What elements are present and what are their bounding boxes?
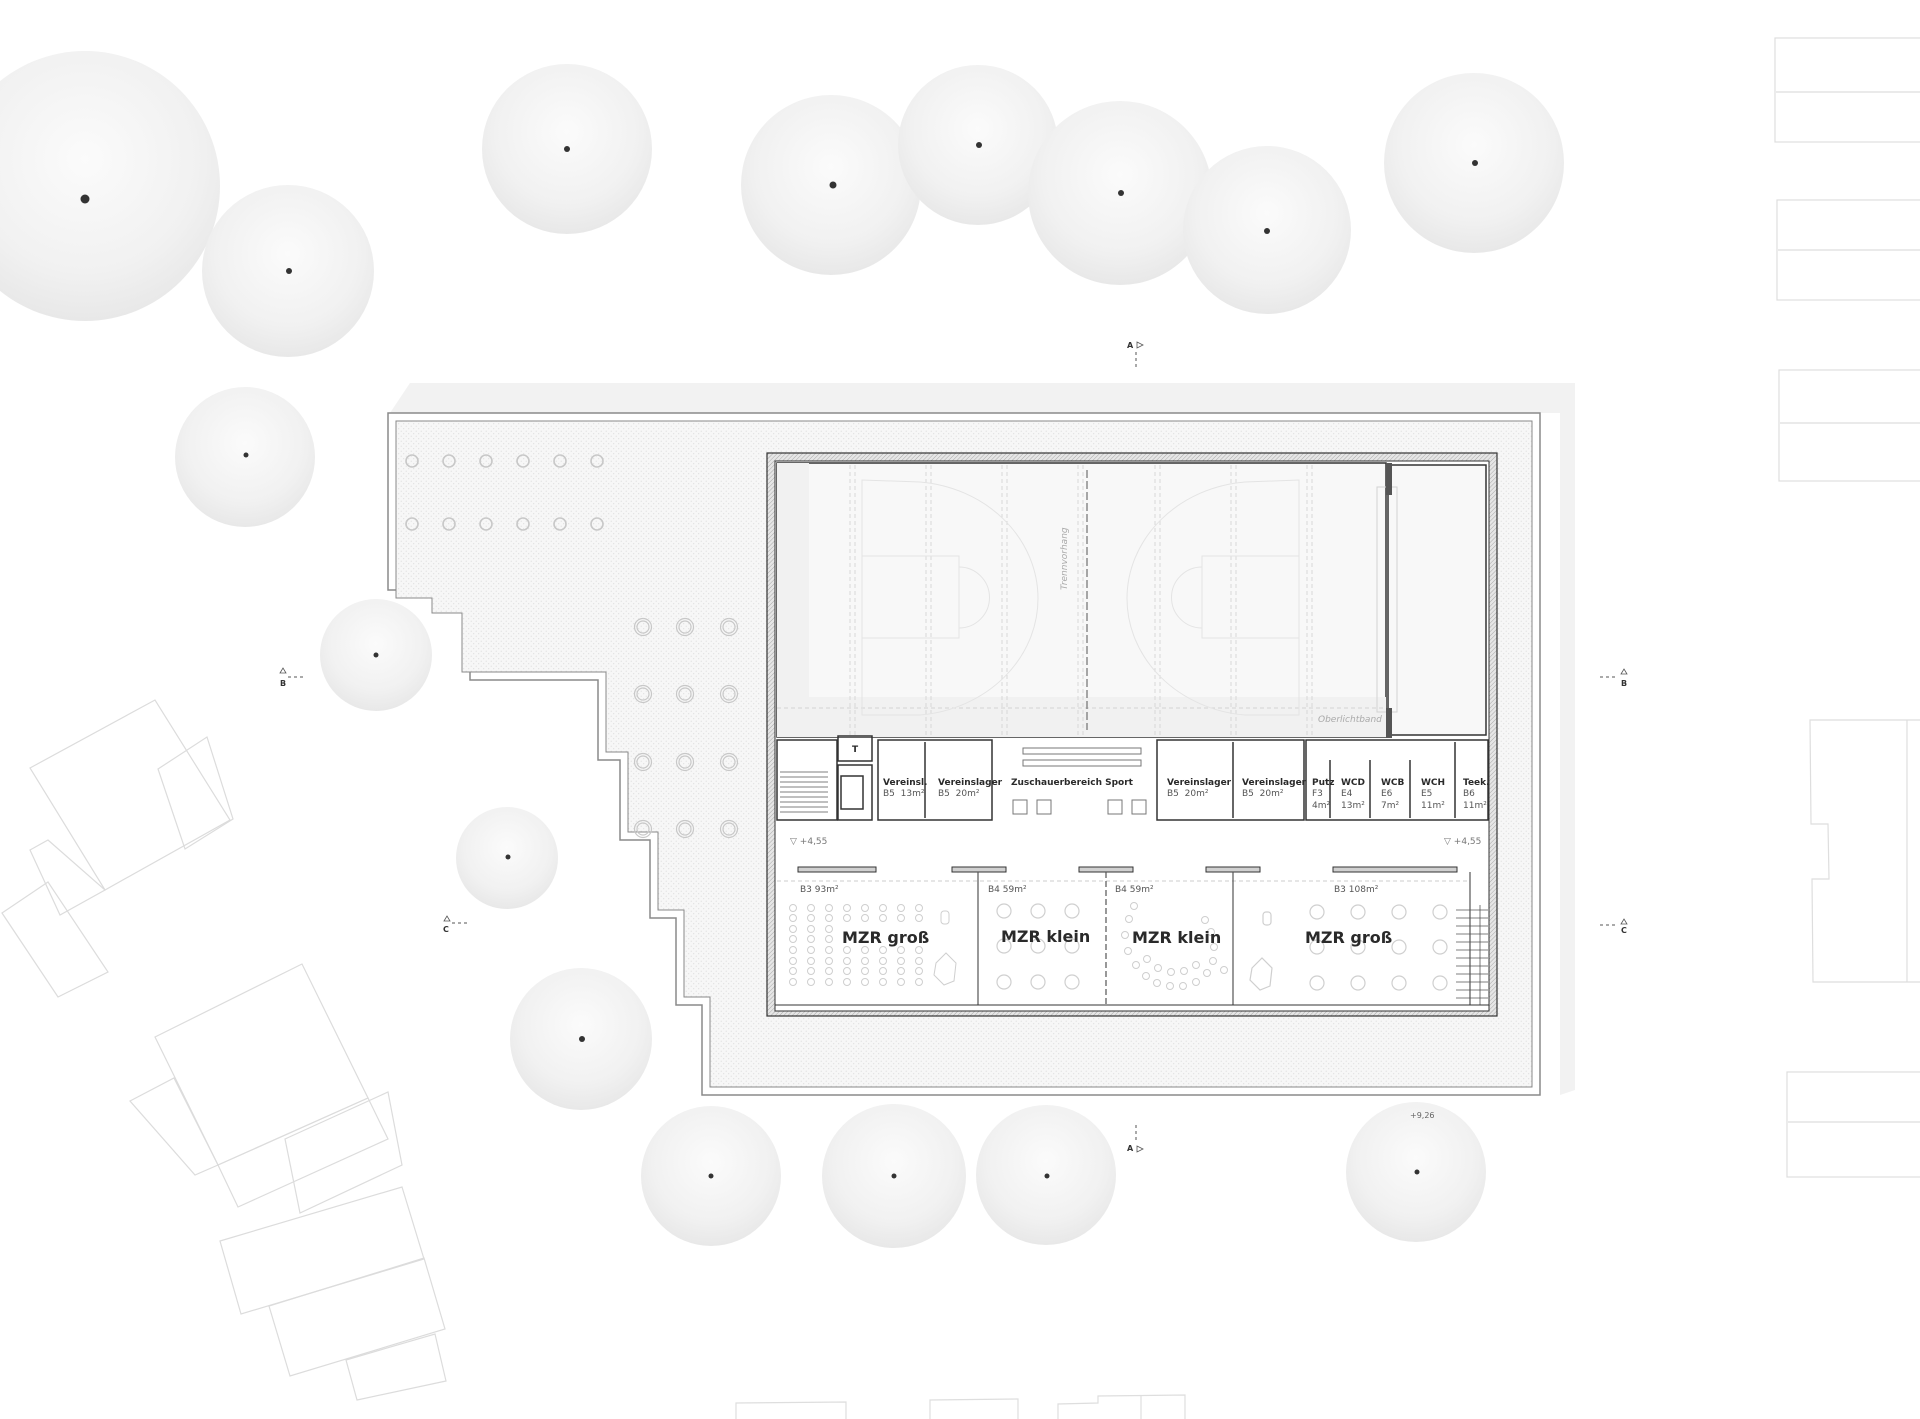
room-name: WCB xyxy=(1381,778,1405,788)
level-value: +4,55 xyxy=(1453,837,1482,847)
service-rooms xyxy=(776,735,1489,821)
building xyxy=(766,452,1498,1017)
context-buildings-bottom xyxy=(735,1394,1186,1419)
room-area: 11m² xyxy=(1421,801,1445,811)
room-area: 7m² xyxy=(1381,801,1400,811)
room-code: B5 xyxy=(938,789,950,799)
facade xyxy=(774,1004,1490,1012)
room-name: Putz xyxy=(1312,778,1335,788)
room-t: T xyxy=(852,745,859,755)
room-area: 20m² xyxy=(1259,789,1284,799)
section-mark-b-right: B xyxy=(1621,679,1628,688)
skylight-label: Oberlichtband xyxy=(1318,715,1382,725)
room-area: 20m² xyxy=(955,789,980,799)
room-area: 4m² xyxy=(1312,801,1331,811)
room-wcb: WCB E6 7m² xyxy=(1381,778,1404,812)
skylight-domes xyxy=(633,617,739,839)
mzr-tag-3: B4 59m² xyxy=(1115,885,1154,895)
mzr-tag-1: B3 93m² xyxy=(800,885,839,895)
room-code: B5 xyxy=(1242,789,1254,799)
room-area: 13m² xyxy=(900,789,925,799)
tables xyxy=(996,903,1448,991)
room-meta: B5 20m² xyxy=(1242,788,1306,800)
section-triangles xyxy=(279,341,1628,1153)
sports-hall xyxy=(776,462,1487,738)
room-area: 13m² xyxy=(1341,801,1365,811)
room-name: WCH xyxy=(1421,778,1446,788)
room-code: E6 xyxy=(1381,789,1393,799)
mzr-name-1: MZR groß xyxy=(842,928,930,947)
mzr-partitions xyxy=(977,872,1471,1005)
room-name: Vereinsl. xyxy=(883,778,928,788)
room-area: 11m² xyxy=(1463,801,1487,811)
room-code: E5 xyxy=(1421,789,1433,799)
stairs xyxy=(780,771,1488,1005)
room-meta: B5 13m² xyxy=(883,788,927,800)
mzr-tag-4: B3 108m² xyxy=(1334,885,1379,895)
section-mark-c-left: C xyxy=(443,925,449,934)
room-code: B5 xyxy=(1167,789,1179,799)
room-zuschauerbereich: Zuschauerbereich Sport xyxy=(1011,778,1133,788)
chairs-arc xyxy=(1121,902,1228,990)
level-mark-right: ▽ +4,55 xyxy=(1444,837,1482,847)
room-name: Teek. xyxy=(1463,778,1490,788)
mzr-tag-2: B4 59m² xyxy=(988,885,1027,895)
context-buildings-left xyxy=(1,699,447,1401)
room-code: F3 xyxy=(1312,789,1323,799)
mzr-name-2: MZR klein xyxy=(1001,927,1091,946)
room-wcd: WCD E4 13m² xyxy=(1341,778,1365,812)
level-value: +4,55 xyxy=(799,837,828,847)
room-name: Vereinslager xyxy=(1167,778,1232,788)
room-vereinslager-3: Vereinslager B5 20m² xyxy=(1242,778,1306,800)
section-mark-c-right: C xyxy=(1621,926,1627,935)
room-name: Vereinslager xyxy=(1242,778,1307,788)
context-buildings-right xyxy=(1774,37,1920,1178)
room-code: B6 xyxy=(1463,789,1475,799)
section-mark-b-left: B xyxy=(280,679,287,688)
section-lines xyxy=(288,352,1617,1143)
room-name: WCD xyxy=(1341,778,1366,788)
section-mark-a-bottom: A xyxy=(1127,1144,1134,1153)
trees xyxy=(0,51,1564,1248)
room-putz: Putz F3 4m² xyxy=(1312,778,1335,812)
room-name: Vereinslager xyxy=(938,778,1003,788)
room-vereinsl: Vereinsl. B5 13m² xyxy=(883,778,927,800)
room-code: E4 xyxy=(1341,789,1353,799)
room-vereinslager-1: Vereinslager B5 20m² xyxy=(938,778,1002,800)
chairs-grid xyxy=(789,904,957,986)
room-vereinslager-2: Vereinslager B5 20m² xyxy=(1167,778,1231,800)
curtain-label: Trennvorhang xyxy=(1060,527,1070,590)
room-meta: B5 20m² xyxy=(938,788,1002,800)
room-teek: Teek. B6 11m² xyxy=(1463,778,1490,812)
mzr-name-3: MZR klein xyxy=(1132,928,1222,947)
mzr-name-4: MZR groß xyxy=(1305,928,1393,947)
spot-height: +9,26 xyxy=(1410,1111,1435,1120)
level-mark-left: ▽ +4,55 xyxy=(790,837,828,847)
room-code: B5 xyxy=(883,789,895,799)
spectator-benches xyxy=(1012,747,1147,815)
section-mark-a-top: A xyxy=(1127,341,1134,350)
room-area: 20m² xyxy=(1184,789,1209,799)
room-wch: WCH E5 11m² xyxy=(1421,778,1445,812)
room-meta: B5 20m² xyxy=(1167,788,1231,800)
terrace-markers xyxy=(405,454,604,531)
